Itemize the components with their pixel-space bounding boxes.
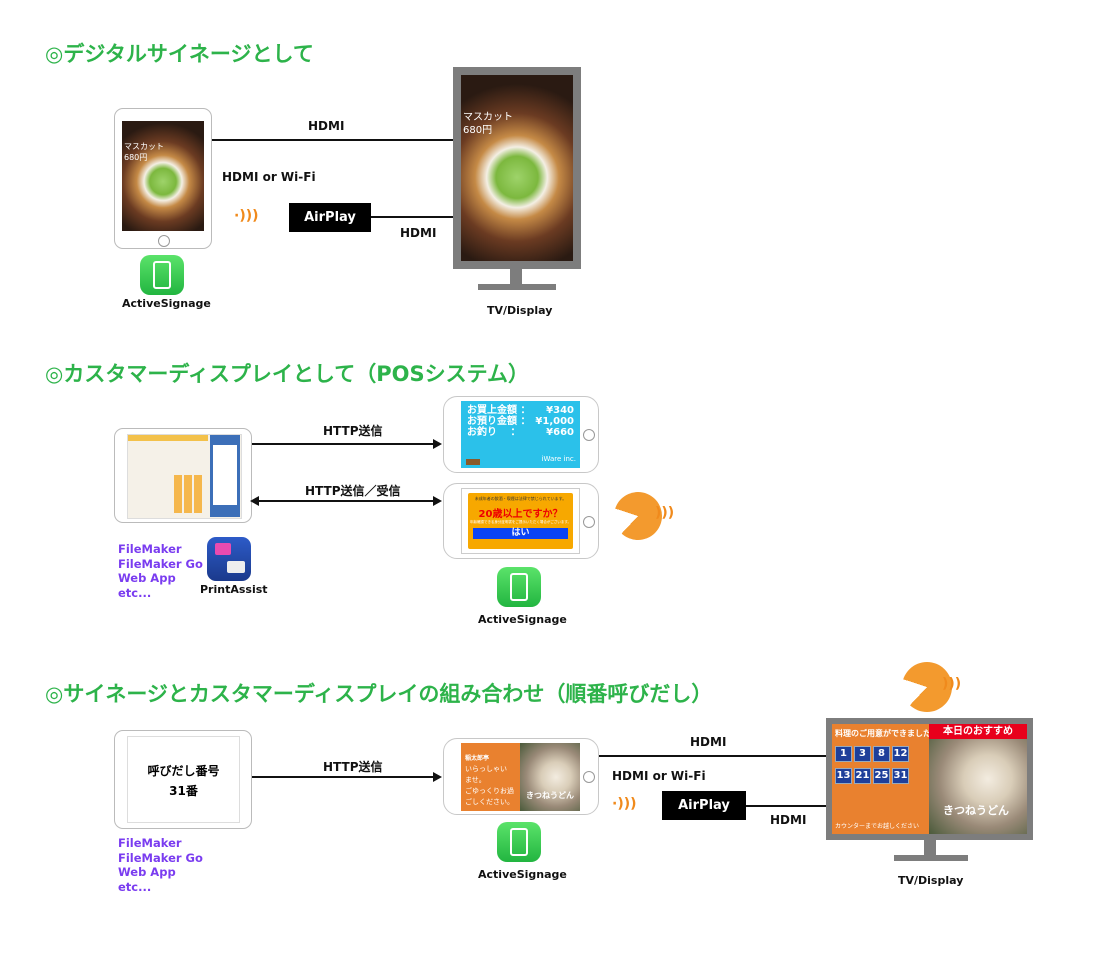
welcome-screen: 稲太郎亭 いらっしゃいませ。ごゆっくりお過ごしください。 きつねうどん	[461, 743, 580, 811]
call-number-screen: 呼びだし番号 31番	[127, 736, 240, 823]
airplay-box: AirPlay	[662, 791, 746, 820]
activesignage-app-icon	[497, 822, 541, 862]
phone-signage: 稲太郎亭 いらっしゃいませ。ごゆっくりお過ごしください。 きつねうどん	[443, 738, 599, 815]
hdmi-connection-2	[371, 216, 455, 218]
activesignage-app-icon	[140, 255, 184, 295]
hdmi-connection	[599, 755, 828, 757]
http-sendrecv-arrow	[250, 496, 442, 506]
pos-screen	[127, 434, 242, 519]
call-number-value: 31番	[169, 784, 198, 798]
section3-title: ◎サイネージとカスタマーディスプレイの組み合わせ（順番呼びだし）	[45, 682, 713, 706]
http-send-arrow	[252, 439, 442, 449]
http-send-arrow	[252, 772, 442, 782]
phone-customer-display-2: 未成年者の飲酒・喫煙は法律で禁じられています。 20歳以上ですか？ 年齢確認でき…	[443, 483, 599, 559]
hdmi-label: HDMI	[308, 119, 345, 133]
tv-dish-name: きつねうどん	[943, 804, 1009, 817]
audio-speaker-icon	[902, 662, 952, 712]
app-label: ActiveSignage	[478, 613, 567, 626]
product-price: 680円	[124, 153, 148, 162]
app-label: ActiveSignage	[122, 297, 211, 310]
tv-label: TV/Display	[487, 304, 553, 317]
tv-stand	[924, 840, 936, 856]
hdmi-or-wifi-label: HDMI or Wi-Fi	[612, 769, 706, 783]
cake-image	[122, 121, 204, 231]
age-question: 20歳以上ですか？	[478, 509, 563, 520]
section2-title: ◎カスタマーディスプレイとして（POSシステム）	[45, 362, 529, 386]
home-button	[583, 516, 595, 528]
age-check-screen: 未成年者の飲酒・喫煙は法律で禁じられています。 20歳以上ですか？ 年齢確認でき…	[461, 488, 580, 554]
age-notice: 未成年者の飲酒・喫煙は法律で禁じられています。	[474, 496, 567, 501]
printassist-app-icon	[207, 537, 251, 581]
sound-wave-icon: )))	[655, 505, 675, 521]
tv-portrait: マスカット 680円	[453, 67, 581, 269]
tv-foot	[478, 284, 556, 290]
section1-title: ◎デジタルサイネージとして	[45, 42, 314, 66]
recommend-header: 本日のおすすめ	[929, 724, 1027, 739]
product-name: マスカット	[124, 142, 164, 151]
shop-name: 稲太郎亭	[465, 755, 490, 762]
ipad-call: 呼びだし番号 31番	[114, 730, 252, 829]
counter-notice: カウンターまでお越しください	[835, 823, 920, 830]
app-label: ActiveSignage	[478, 868, 567, 881]
audio-speaker-icon	[614, 492, 662, 540]
hdmi-connection	[212, 139, 455, 141]
age-subtext: 年齢確認できる身分証明書をご提示いただく場合がございます。	[469, 520, 572, 524]
ipad-signage: マスカット 680円	[114, 108, 212, 249]
activesignage-app-icon	[497, 567, 541, 607]
phone-customer-display-1: お買上金額 ：¥340 お預り金額 ：¥1,000 お釣り ：¥660 iWar…	[443, 396, 599, 473]
home-button	[583, 771, 595, 783]
wireless-signal-icon: ·)))	[234, 208, 259, 224]
yes-button[interactable]: はい	[473, 528, 568, 539]
http-send-label: HTTP送信	[323, 760, 383, 774]
sound-wave-icon: )))	[942, 676, 962, 692]
hdmi-label-2: HDMI	[400, 226, 437, 240]
hdmi-label-2: HDMI	[770, 813, 807, 827]
http-send-label: HTTP送信	[323, 424, 383, 438]
recommend-panel: 本日のおすすめ きつねうどん	[929, 724, 1027, 834]
airplay-box: AirPlay	[289, 203, 371, 232]
cake-image-tv	[461, 75, 573, 261]
tv-stand	[510, 269, 522, 285]
printassist-label: PrintAssist	[200, 583, 268, 596]
tv-product-name: マスカット	[463, 112, 513, 123]
dish-name: きつねうどん	[526, 791, 574, 800]
home-button	[583, 429, 595, 441]
ipad-pos	[114, 428, 252, 523]
hdmi-label: HDMI	[690, 735, 727, 749]
tv-foot	[894, 855, 968, 861]
call-number-label: 呼びだし番号	[147, 764, 220, 778]
hdmi-or-wifi-label: HDMI or Wi-Fi	[222, 170, 316, 184]
order-ready-text: 料理のご用意ができました	[835, 729, 931, 738]
wireless-signal-icon: ·)))	[612, 796, 637, 812]
tv-label: TV/Display	[898, 874, 964, 887]
http-sendrecv-label: HTTP送信／受信	[305, 484, 401, 498]
total-screen: お買上金額 ：¥340 お預り金額 ：¥1,000 お釣り ：¥660 iWar…	[461, 401, 580, 468]
home-button	[158, 235, 170, 247]
brand-text: iWare inc.	[541, 455, 576, 463]
tv-product-price: 680円	[463, 125, 493, 136]
hdmi-connection-2	[746, 805, 828, 807]
